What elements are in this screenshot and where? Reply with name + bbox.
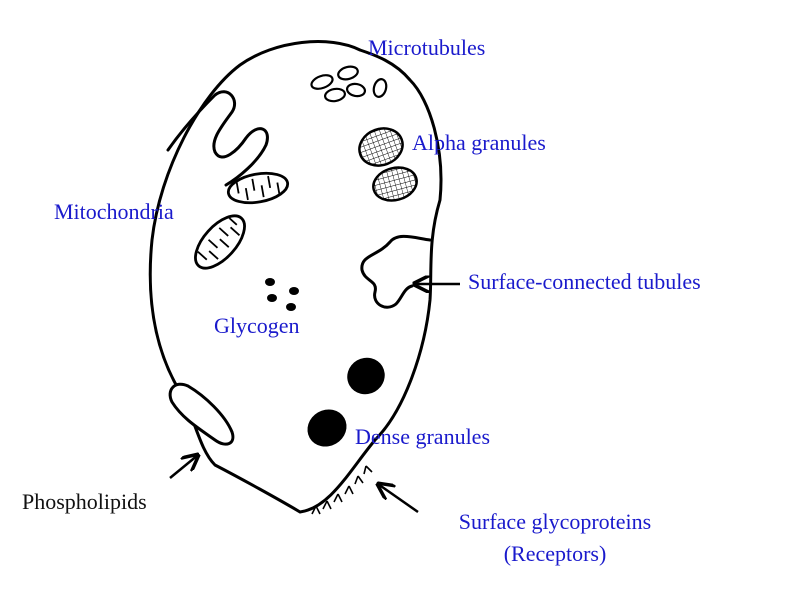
alpha-granules-group: [358, 127, 418, 202]
surface-glycoproteins-text: Surface glycoproteins: [458, 509, 652, 534]
dense-granules-group: [307, 357, 385, 447]
glycogen-particle: [267, 294, 277, 302]
dense-granule: [307, 409, 347, 447]
surface-connected-tubules-label: Surface-connected tubules: [468, 269, 701, 294]
mitochondria-label: Mitochondria: [54, 199, 174, 224]
dense-granule: [347, 357, 385, 395]
phospholipid-fold: [168, 382, 235, 446]
mitochondrion: [226, 171, 290, 205]
mitochondria-group: [194, 171, 290, 270]
phospholipids-arrow: [169, 455, 198, 479]
microtubules-label: Microtubules: [368, 35, 486, 60]
alpha-granule: [372, 166, 418, 202]
glycogen-group: [265, 278, 299, 311]
mitochondrion: [194, 214, 246, 270]
surface-glycoproteins-label: Surface glycoproteins (Receptors): [430, 509, 680, 567]
surface-glycoproteins-spikes: [311, 465, 373, 515]
alpha-granules-label: Alpha granules: [412, 130, 546, 155]
surface-connected-tubules-shape: [360, 234, 432, 309]
alpha-granule: [358, 127, 404, 167]
glycogen-particle: [286, 303, 296, 311]
microtubule: [323, 87, 347, 103]
dense-granules-label: Dense granules: [355, 424, 491, 449]
receptors-text: (Receptors): [503, 541, 607, 566]
glycogen-particle: [289, 287, 299, 295]
glycogen-particle: [265, 278, 275, 286]
glycoproteins-arrow: [378, 484, 419, 514]
microtubule: [372, 78, 388, 98]
microtubules-group: [310, 65, 388, 103]
platelet-membrane: [148, 40, 443, 514]
microtubule: [310, 74, 334, 90]
microtubule: [345, 82, 367, 98]
glycogen-label: Glycogen: [214, 313, 300, 338]
microtubule: [337, 65, 359, 81]
membrane-invagination-upper: [166, 90, 269, 187]
phospholipids-label: Phospholipids: [22, 489, 147, 514]
